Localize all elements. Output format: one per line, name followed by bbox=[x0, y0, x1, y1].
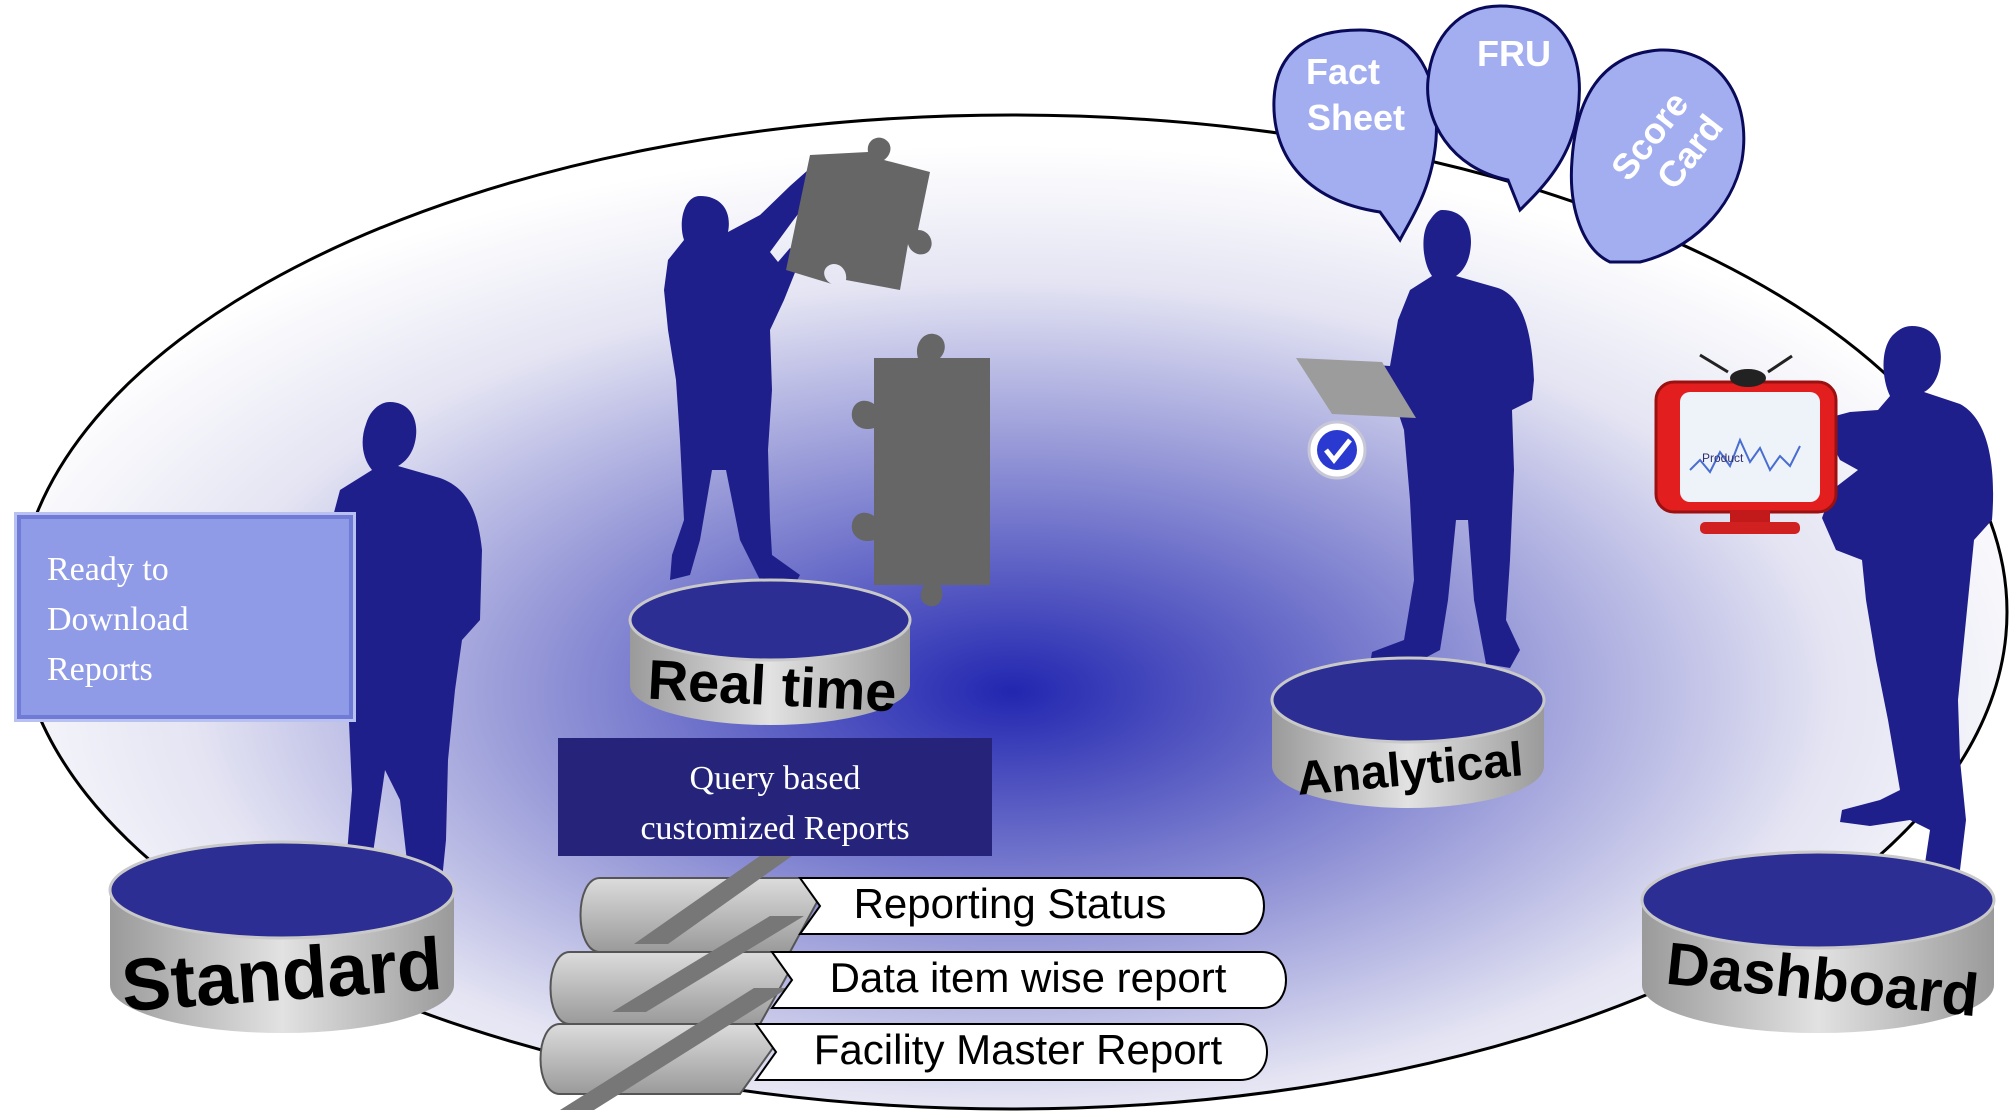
ready-link-line2: Download bbox=[47, 601, 189, 638]
report-item-facility-master[interactable]: Facility Master Report bbox=[754, 1023, 1268, 1081]
pedestal-standard: Standard bbox=[108, 840, 456, 1033]
pedestal-label-realtime: Real time bbox=[646, 648, 898, 724]
report-item-label: Reporting Status bbox=[854, 880, 1167, 927]
bubble-label-fru: FRU bbox=[1477, 33, 1551, 74]
realtime-figure bbox=[664, 170, 818, 586]
person-silhouette-realtime bbox=[664, 170, 818, 586]
bubble-label-fact: Fact bbox=[1306, 51, 1380, 92]
paper-document bbox=[1296, 358, 1416, 418]
bubble-label-sheet: Sheet bbox=[1307, 97, 1405, 138]
puzzle-pieces bbox=[786, 137, 990, 607]
puzzle-piece-icon bbox=[851, 333, 990, 470]
report-tabs: Reporting Status Data item wise report F… bbox=[539, 846, 1287, 1110]
puzzle-piece-icon bbox=[786, 137, 932, 290]
report-item-reporting-status[interactable]: Reporting Status bbox=[798, 877, 1265, 935]
standard-figure bbox=[332, 402, 482, 924]
dashboard-figure bbox=[1820, 326, 1994, 870]
query-link-line2: customized Reports bbox=[640, 810, 910, 847]
person-silhouette-standard bbox=[332, 402, 482, 924]
query-link-line1: Query based bbox=[689, 760, 861, 797]
tv-screen-label: Product bbox=[1702, 451, 1744, 465]
pedestal-realtime: Real time bbox=[628, 578, 912, 725]
bubble-fru: FRU bbox=[1426, 4, 1581, 213]
report-item-label: Data item wise report bbox=[830, 954, 1227, 1001]
report-item-data-item-wise[interactable]: Data item wise report bbox=[770, 951, 1287, 1009]
query-based-customized-reports-link[interactable]: Query based customized Reports bbox=[558, 738, 992, 856]
pedestal-analytical: Analytical bbox=[1270, 656, 1546, 808]
person-silhouette-analytical bbox=[1344, 210, 1534, 668]
puzzle-piece-icon bbox=[851, 470, 990, 607]
bubble-fact-sheet: Fact Sheet bbox=[1272, 28, 1438, 243]
ready-link-line1: Ready to bbox=[47, 551, 169, 588]
speech-bubbles: Fact Sheet FRU Score Card bbox=[1272, 4, 1746, 264]
bubble-score-card: Score Card bbox=[1569, 48, 1746, 264]
pedestal-dashboard: Dashboard bbox=[1640, 850, 1996, 1033]
ready-to-download-reports-link[interactable]: Ready to Download Reports bbox=[14, 512, 356, 722]
tv-monitor: Product bbox=[1654, 353, 1838, 534]
person-silhouette-dashboard bbox=[1820, 326, 1994, 870]
ready-link-line3: Reports bbox=[47, 651, 153, 688]
report-item-label: Facility Master Report bbox=[814, 1026, 1223, 1073]
analytical-figure bbox=[1296, 210, 1534, 668]
